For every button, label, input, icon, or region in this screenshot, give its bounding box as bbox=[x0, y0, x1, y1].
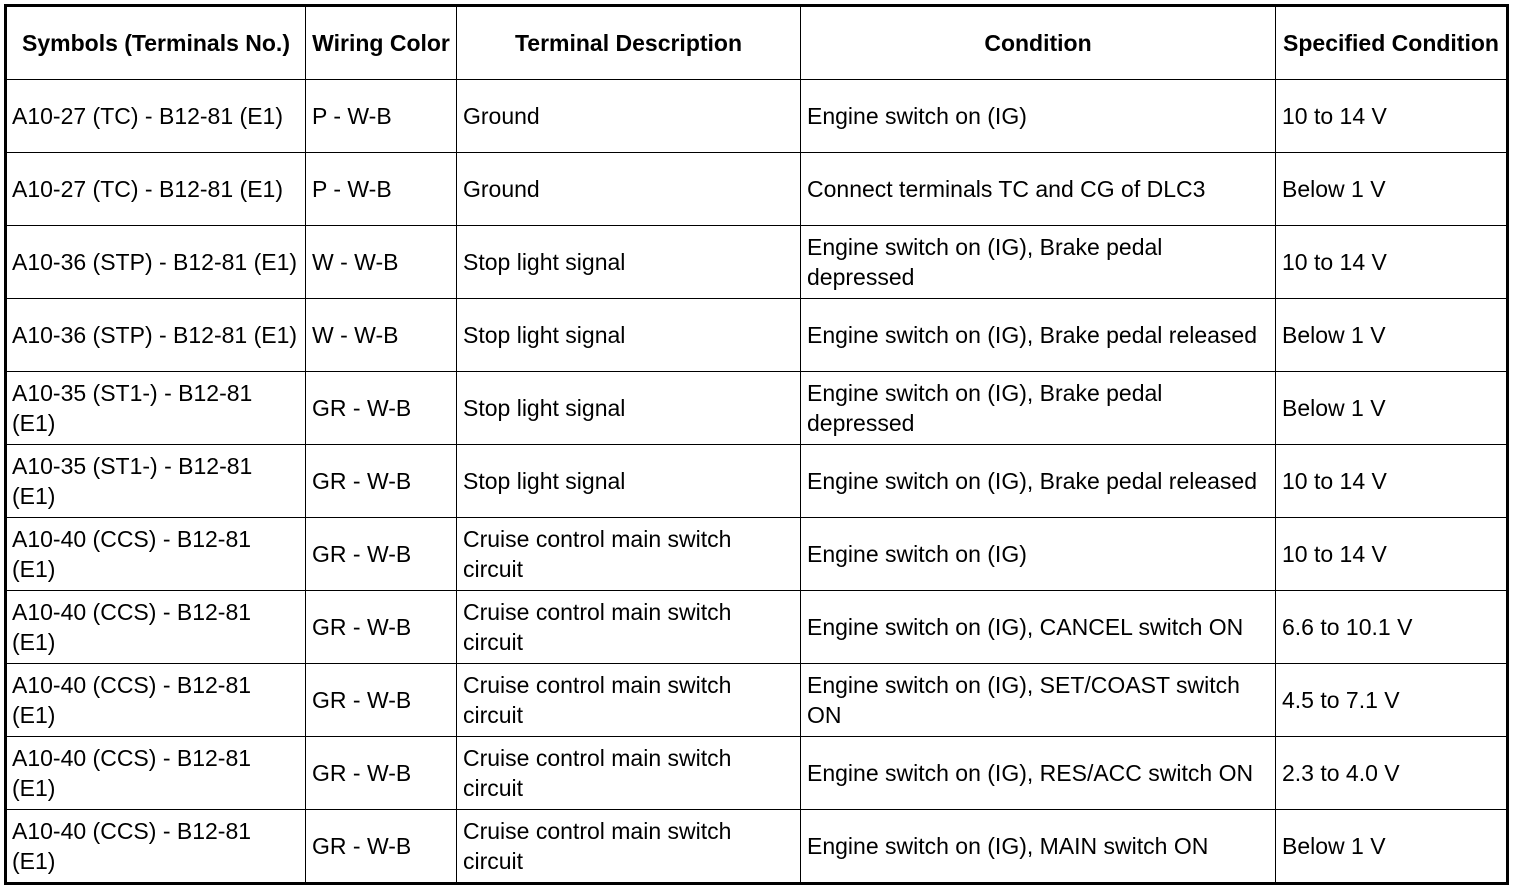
cell-terminal-description: Ground bbox=[456, 152, 801, 226]
cell-wiring-color: P - W-B bbox=[305, 79, 457, 153]
cell-condition: Engine switch on (IG), SET/COAST switch … bbox=[800, 663, 1276, 737]
cell-specified-condition: Below 1 V bbox=[1275, 298, 1508, 372]
cell-wiring-color: GR - W-B bbox=[305, 444, 457, 518]
header-condition: Condition bbox=[800, 5, 1276, 80]
cell-terminal-description: Stop light signal bbox=[456, 371, 801, 445]
table-row: A10-40 (CCS) - B12-81 (E1) GR - W-B Crui… bbox=[5, 736, 1508, 810]
cell-specified-condition: 6.6 to 10.1 V bbox=[1275, 590, 1508, 664]
cell-wiring-color: GR - W-B bbox=[305, 371, 457, 445]
table-row: A10-27 (TC) - B12-81 (E1) P - W-B Ground… bbox=[5, 79, 1508, 153]
cell-symbols: A10-36 (STP) - B12-81 (E1) bbox=[5, 298, 306, 372]
table-row: A10-40 (CCS) - B12-81 (E1) GR - W-B Crui… bbox=[5, 663, 1508, 737]
cell-symbols: A10-35 (ST1-) - B12-81 (E1) bbox=[5, 371, 306, 445]
cell-condition: Engine switch on (IG), Brake pedal depre… bbox=[800, 371, 1276, 445]
cell-condition: Engine switch on (IG) bbox=[800, 79, 1276, 153]
cell-terminal-description: Cruise control main switch circuit bbox=[456, 517, 801, 591]
cell-condition: Engine switch on (IG), RES/ACC switch ON bbox=[800, 736, 1276, 810]
table-header-row: Symbols (Terminals No.) Wiring Color Ter… bbox=[5, 5, 1508, 80]
cell-condition: Connect terminals TC and CG of DLC3 bbox=[800, 152, 1276, 226]
cell-condition: Engine switch on (IG) bbox=[800, 517, 1276, 591]
table-row: A10-40 (CCS) - B12-81 (E1) GR - W-B Crui… bbox=[5, 517, 1508, 591]
cell-symbols: A10-40 (CCS) - B12-81 (E1) bbox=[5, 809, 306, 884]
cell-wiring-color: GR - W-B bbox=[305, 663, 457, 737]
cell-specified-condition: 4.5 to 7.1 V bbox=[1275, 663, 1508, 737]
table-row: A10-40 (CCS) - B12-81 (E1) GR - W-B Crui… bbox=[5, 590, 1508, 664]
cell-condition: Engine switch on (IG), Brake pedal relea… bbox=[800, 298, 1276, 372]
cell-wiring-color: W - W-B bbox=[305, 225, 457, 299]
cell-specified-condition: 10 to 14 V bbox=[1275, 517, 1508, 591]
cell-condition: Engine switch on (IG), Brake pedal depre… bbox=[800, 225, 1276, 299]
cell-condition: Engine switch on (IG), CANCEL switch ON bbox=[800, 590, 1276, 664]
header-symbols: Symbols (Terminals No.) bbox=[5, 5, 306, 80]
header-wiring-color: Wiring Color bbox=[305, 5, 457, 80]
cell-terminal-description: Stop light signal bbox=[456, 225, 801, 299]
cell-wiring-color: GR - W-B bbox=[305, 809, 457, 884]
cell-symbols: A10-40 (CCS) - B12-81 (E1) bbox=[5, 663, 306, 737]
cell-specified-condition: Below 1 V bbox=[1275, 809, 1508, 884]
table-row: A10-40 (CCS) - B12-81 (E1) GR - W-B Crui… bbox=[5, 809, 1508, 884]
cell-symbols: A10-35 (ST1-) - B12-81 (E1) bbox=[5, 444, 306, 518]
cell-specified-condition: 10 to 14 V bbox=[1275, 79, 1508, 153]
cell-symbols: A10-40 (CCS) - B12-81 (E1) bbox=[5, 517, 306, 591]
cell-condition: Engine switch on (IG), Brake pedal relea… bbox=[800, 444, 1276, 518]
cell-specified-condition: Below 1 V bbox=[1275, 371, 1508, 445]
cell-symbols: A10-27 (TC) - B12-81 (E1) bbox=[5, 152, 306, 226]
table-row: A10-35 (ST1-) - B12-81 (E1) GR - W-B Sto… bbox=[5, 371, 1508, 445]
cell-wiring-color: GR - W-B bbox=[305, 517, 457, 591]
terminal-spec-table: Symbols (Terminals No.) Wiring Color Ter… bbox=[4, 4, 1509, 885]
cell-specified-condition: 10 to 14 V bbox=[1275, 225, 1508, 299]
table-row: A10-35 (ST1-) - B12-81 (E1) GR - W-B Sto… bbox=[5, 444, 1508, 518]
cell-symbols: A10-40 (CCS) - B12-81 (E1) bbox=[5, 736, 306, 810]
cell-symbols: A10-27 (TC) - B12-81 (E1) bbox=[5, 79, 306, 153]
cell-terminal-description: Cruise control main switch circuit bbox=[456, 809, 801, 884]
cell-symbols: A10-36 (STP) - B12-81 (E1) bbox=[5, 225, 306, 299]
cell-wiring-color: W - W-B bbox=[305, 298, 457, 372]
cell-wiring-color: GR - W-B bbox=[305, 590, 457, 664]
cell-specified-condition: Below 1 V bbox=[1275, 152, 1508, 226]
table-row: A10-36 (STP) - B12-81 (E1) W - W-B Stop … bbox=[5, 298, 1508, 372]
cell-terminal-description: Stop light signal bbox=[456, 298, 801, 372]
header-terminal-description: Terminal Description bbox=[456, 5, 801, 80]
cell-specified-condition: 10 to 14 V bbox=[1275, 444, 1508, 518]
cell-condition: Engine switch on (IG), MAIN switch ON bbox=[800, 809, 1276, 884]
cell-wiring-color: P - W-B bbox=[305, 152, 457, 226]
header-specified-condition: Specified Condition bbox=[1275, 5, 1508, 80]
cell-specified-condition: 2.3 to 4.0 V bbox=[1275, 736, 1508, 810]
terminal-spec-table-container: Symbols (Terminals No.) Wiring Color Ter… bbox=[4, 4, 1509, 885]
cell-terminal-description: Stop light signal bbox=[456, 444, 801, 518]
cell-terminal-description: Cruise control main switch circuit bbox=[456, 736, 801, 810]
cell-terminal-description: Cruise control main switch circuit bbox=[456, 663, 801, 737]
table-row: A10-27 (TC) - B12-81 (E1) P - W-B Ground… bbox=[5, 152, 1508, 226]
cell-symbols: A10-40 (CCS) - B12-81 (E1) bbox=[5, 590, 306, 664]
cell-terminal-description: Cruise control main switch circuit bbox=[456, 590, 801, 664]
cell-terminal-description: Ground bbox=[456, 79, 801, 153]
cell-wiring-color: GR - W-B bbox=[305, 736, 457, 810]
table-row: A10-36 (STP) - B12-81 (E1) W - W-B Stop … bbox=[5, 225, 1508, 299]
